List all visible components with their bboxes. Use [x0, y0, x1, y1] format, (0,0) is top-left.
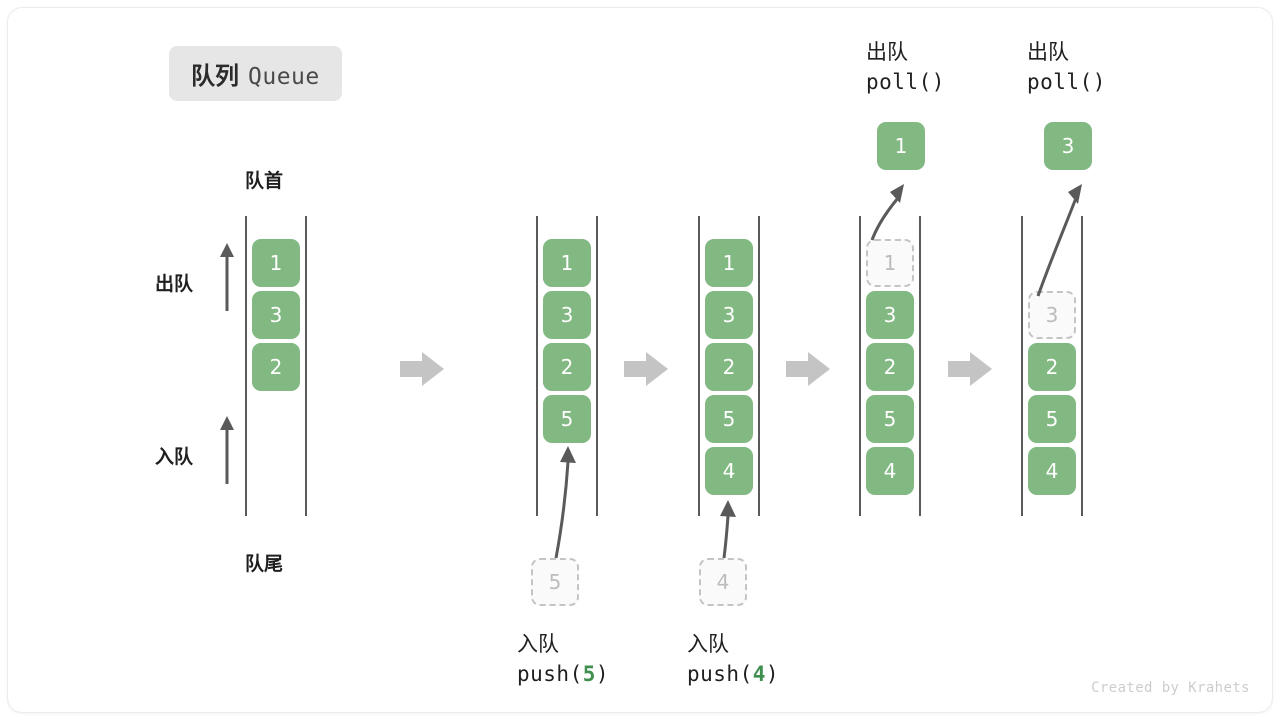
operation-caption-code: push(5): [517, 660, 609, 690]
operation-caption-poll-3: 出队 poll(): [1027, 38, 1106, 98]
credit-text: Created by Krahets: [1091, 680, 1250, 696]
queue-head-label: 队首: [245, 171, 284, 192]
queue-cell: 2: [543, 343, 591, 391]
queue-cell: 5: [543, 395, 591, 443]
op-fn-close: ): [765, 661, 780, 686]
queue-cell: 5: [705, 395, 753, 443]
queue-cell: 1: [705, 239, 753, 287]
queue-rail-right: [919, 216, 921, 516]
queue-rail-right: [758, 216, 760, 516]
queue-rail-left: [859, 216, 861, 516]
incoming-ghost-cell: 5: [531, 558, 579, 606]
push-arrow-icon: [720, 500, 736, 559]
enqueue-direction-arrow-icon: [220, 416, 234, 484]
queue-cell: 5: [1028, 395, 1076, 443]
op-fn-arg: 4: [752, 661, 766, 686]
op-fn-name: push(: [517, 661, 583, 686]
operation-caption-push-5: 入队 push(5): [517, 630, 609, 690]
popped-cell: 1: [877, 122, 925, 170]
queue-rail-right: [1081, 216, 1083, 516]
queue-cell: 4: [1028, 447, 1076, 495]
enqueue-direction-label: 入队: [155, 447, 194, 468]
step-arrow-icon: [624, 352, 668, 386]
op-fn-close: ): [595, 661, 610, 686]
op-fn-name: poll(): [1027, 69, 1106, 94]
operation-caption-chinese: 入队: [687, 633, 729, 656]
poll-arrow-icon: [870, 184, 904, 241]
incoming-ghost-cell: 4: [699, 558, 747, 606]
queue-cell: 3: [252, 291, 300, 339]
operation-caption-poll-1: 出队 poll(): [866, 38, 945, 98]
queue-cell: 5: [866, 395, 914, 443]
diagram-card: 队列 Queue 队首 队尾 出队 入队 1 3 2 1 3 2 5 5: [8, 8, 1272, 712]
queue-cell: 1: [543, 239, 591, 287]
op-fn-name: poll(): [866, 69, 945, 94]
popped-cell: 3: [1044, 122, 1092, 170]
queue-cell: 2: [866, 343, 914, 391]
queue-rail-right: [305, 216, 307, 516]
operation-caption-push-4: 入队 push(4): [687, 630, 779, 690]
step-arrow-icon: [400, 352, 444, 386]
queue-cell: 2: [1028, 343, 1076, 391]
queue-tail-label: 队尾: [245, 554, 284, 575]
push-arrow-icon: [554, 446, 576, 559]
queue-cell: 2: [252, 343, 300, 391]
dequeue-direction-arrow-icon: [220, 243, 234, 311]
operation-caption-code: push(4): [687, 660, 779, 690]
queue-cell: 4: [705, 447, 753, 495]
queue-rail-left: [245, 216, 247, 516]
op-fn-arg: 5: [582, 661, 596, 686]
step-arrow-icon: [948, 352, 992, 386]
queue-cell-ghost: 3: [1028, 291, 1076, 339]
queue-rail-right: [596, 216, 598, 516]
operation-caption-chinese: 出队: [1027, 41, 1069, 64]
title-badge: 队列 Queue: [169, 46, 342, 101]
operation-caption-code: poll(): [1027, 68, 1106, 98]
queue-rail-left: [536, 216, 538, 516]
queue-cell: 3: [543, 291, 591, 339]
queue-cell: 2: [705, 343, 753, 391]
queue-cell: 4: [866, 447, 914, 495]
queue-cell: 3: [705, 291, 753, 339]
step-arrow-icon: [786, 352, 830, 386]
operation-caption-chinese: 出队: [866, 41, 908, 64]
operation-caption-code: poll(): [866, 68, 945, 98]
operation-caption-chinese: 入队: [517, 633, 559, 656]
queue-rail-left: [698, 216, 700, 516]
title-english: Queue: [248, 64, 320, 90]
queue-cell: 3: [866, 291, 914, 339]
dequeue-direction-label: 出队: [155, 274, 194, 295]
title-chinese: 队列: [191, 63, 239, 90]
op-fn-name: push(: [687, 661, 753, 686]
queue-cell-ghost: 1: [866, 239, 914, 287]
queue-cell: 1: [252, 239, 300, 287]
queue-rail-left: [1021, 216, 1023, 516]
poll-arrow-icon: [1036, 184, 1082, 297]
